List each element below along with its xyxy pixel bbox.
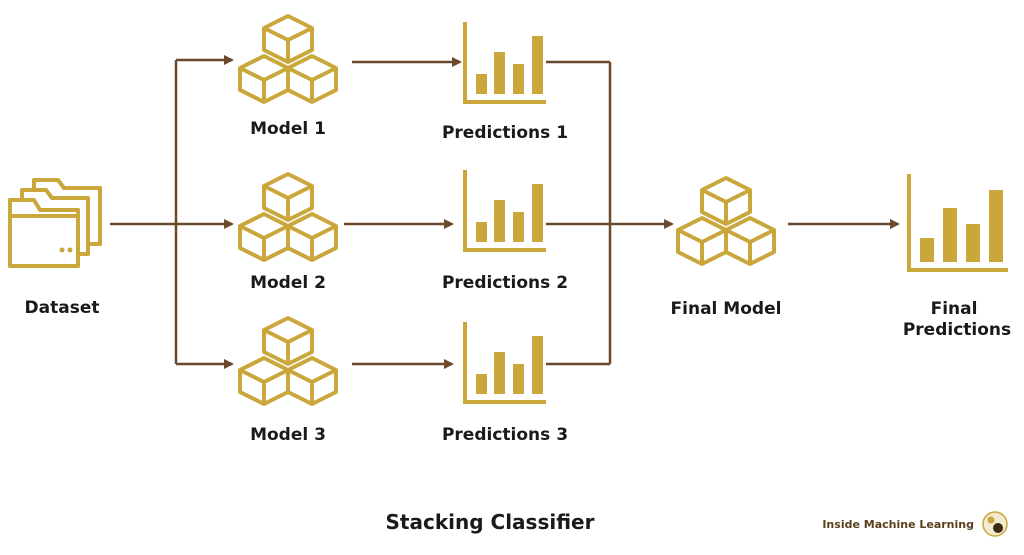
bar-chart-icon bbox=[907, 174, 1008, 272]
dataset-label: Dataset bbox=[25, 298, 100, 318]
cubes-icon bbox=[238, 14, 338, 104]
predictions-3-label: Predictions 3 bbox=[442, 425, 568, 445]
cubes-icon bbox=[238, 172, 338, 262]
final-model-label: Final Model bbox=[671, 299, 782, 319]
connectors bbox=[110, 55, 900, 369]
final-predictions-label: Final Predictions bbox=[903, 299, 1011, 340]
predictions-1-label: Predictions 1 bbox=[442, 123, 568, 143]
brand-logo-icon bbox=[982, 511, 1008, 537]
bar-chart-icon bbox=[463, 322, 546, 404]
model-1-label: Model 1 bbox=[250, 119, 326, 139]
final-predictions-line1: Final bbox=[931, 299, 978, 319]
predictions-2-label: Predictions 2 bbox=[442, 273, 568, 293]
diagram-title: Stacking Classifier bbox=[386, 510, 595, 534]
model-2-label: Model 2 bbox=[250, 273, 326, 293]
folder-stack-icon bbox=[8, 178, 102, 268]
model-3-label: Model 3 bbox=[250, 425, 326, 445]
bar-chart-icon bbox=[463, 22, 546, 104]
cubes-icon bbox=[238, 316, 338, 406]
cubes-icon bbox=[676, 176, 776, 266]
bar-chart-icon bbox=[463, 170, 546, 252]
brand-name: Inside Machine Learning bbox=[822, 518, 974, 531]
final-predictions-line2: Predictions bbox=[903, 320, 1011, 340]
